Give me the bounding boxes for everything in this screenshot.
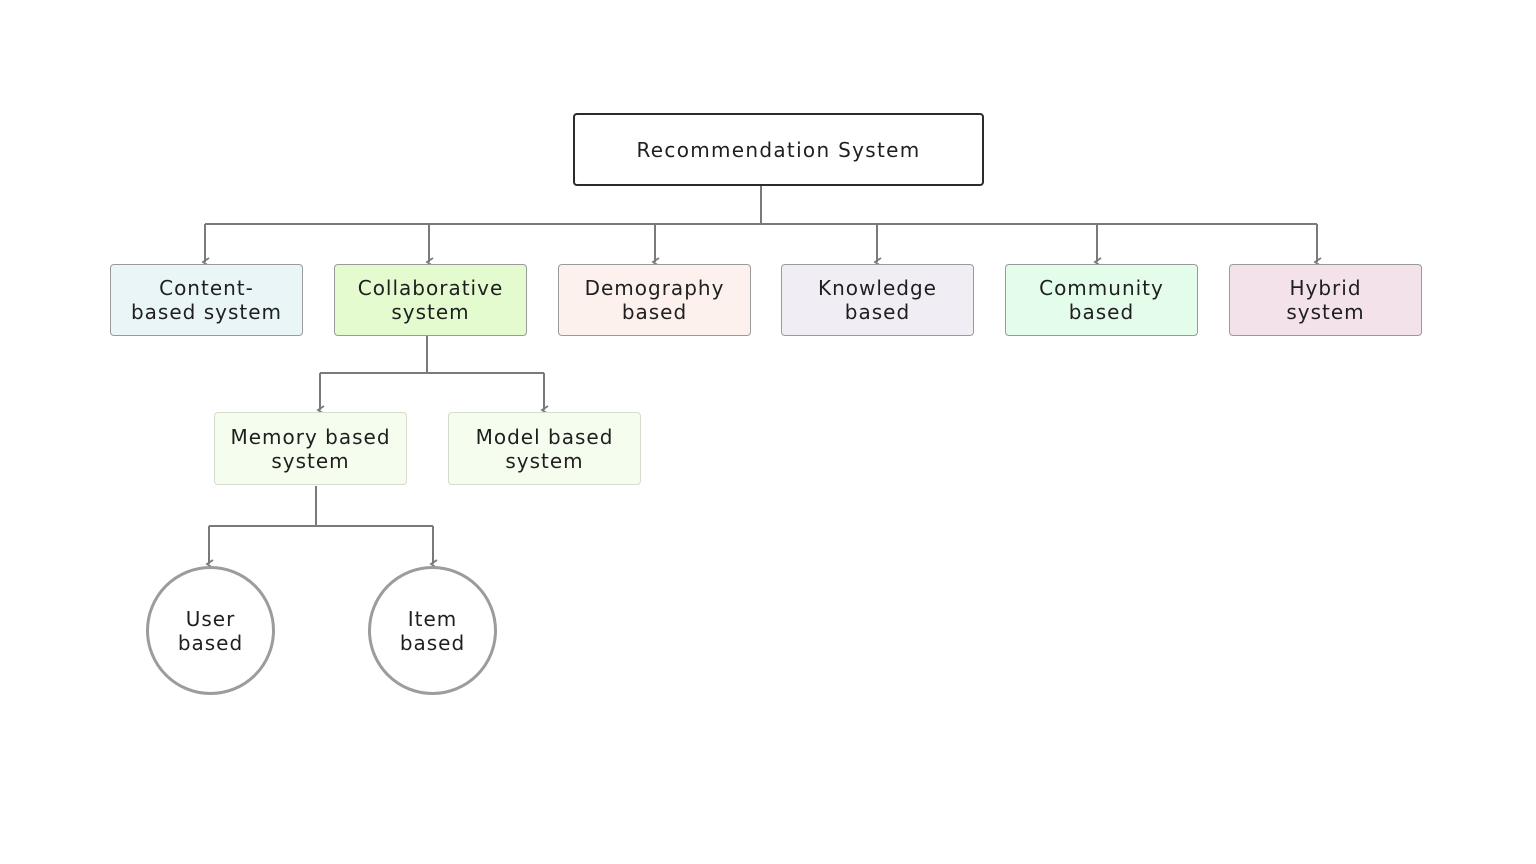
node-label: User based [177, 606, 244, 655]
node-label: Collaborative system [357, 276, 504, 324]
node-label: Content- based system [130, 276, 283, 324]
node-label: Recommendation System [636, 137, 921, 162]
node-label: Demography based [584, 276, 725, 324]
node-item-based: Item based [368, 566, 497, 695]
node-label: Hybrid system [1286, 276, 1365, 324]
node-label: Community based [1039, 276, 1164, 324]
node-label: Knowledge based [818, 276, 937, 324]
node-knowledge-based: Knowledge based [781, 264, 974, 336]
node-user-based: User based [146, 566, 275, 695]
node-demography-based: Demography based [558, 264, 751, 336]
node-community-based: Community based [1005, 264, 1198, 336]
node-content-based-system: Content- based system [110, 264, 303, 336]
node-label: Item based [399, 606, 466, 655]
node-collaborative-system: Collaborative system [334, 264, 527, 336]
node-label: Memory based system [230, 424, 391, 473]
node-model-based-system: Model based system [448, 412, 641, 485]
node-memory-based-system: Memory based system [214, 412, 407, 485]
node-hybrid-system: Hybrid system [1229, 264, 1422, 336]
node-label: Model based system [475, 424, 614, 473]
node-recommendation-system: Recommendation System [573, 113, 984, 186]
